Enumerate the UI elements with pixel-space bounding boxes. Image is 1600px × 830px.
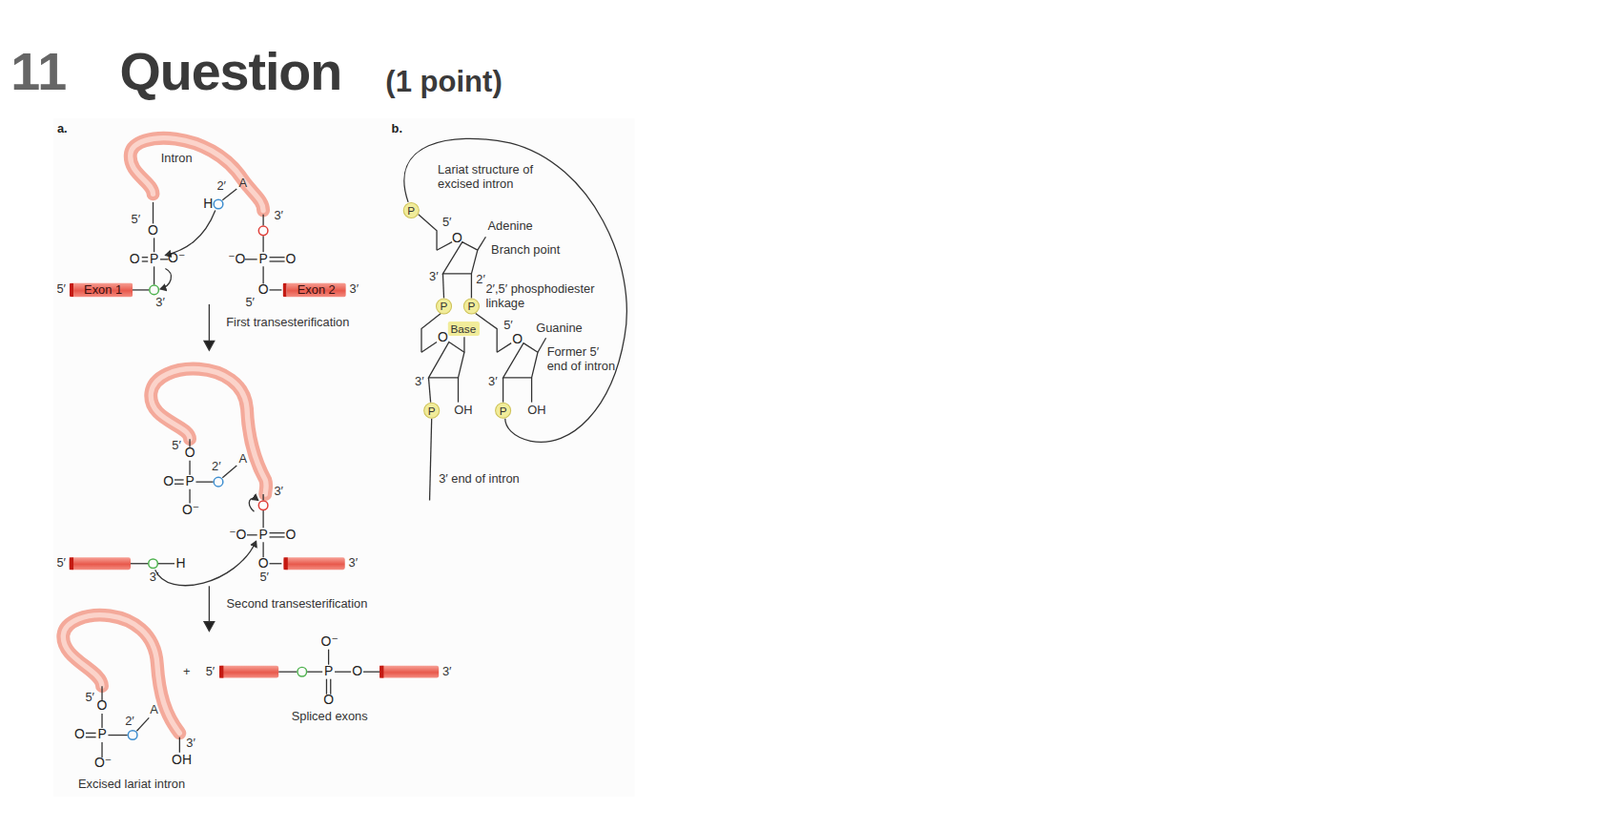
label-text: 3′ end of intron <box>438 472 531 488</box>
label-text: 2′ <box>475 272 486 288</box>
phosphate-circle: P <box>403 202 420 219</box>
label-text: 3′ <box>414 374 425 390</box>
label-text: O <box>184 445 196 461</box>
node-text: P <box>428 404 436 416</box>
label-text: O⁻ <box>182 502 200 518</box>
label-text: O <box>147 223 159 239</box>
node-text: Exon 2 <box>297 284 336 297</box>
label-text: 5′ <box>56 283 66 298</box>
label-text: Excised lariat intron <box>78 778 185 793</box>
node-text: P <box>468 300 476 312</box>
label-text: 3′ <box>149 570 160 585</box>
label-text: A <box>238 176 247 191</box>
label-text: P <box>184 473 194 490</box>
label-text: 3′ <box>273 208 284 224</box>
label-text: 3′ <box>442 664 452 679</box>
label-text: Spliced exons <box>291 709 369 724</box>
label-text: A <box>238 451 247 467</box>
label-text: 3′ <box>349 283 360 298</box>
label-text: 3′ <box>155 295 165 310</box>
label-text: 11 <box>10 41 67 103</box>
label-text: 5′ <box>56 555 66 571</box>
label-text: H <box>203 196 213 212</box>
node-text: P <box>440 300 449 312</box>
node-text: P <box>407 205 415 217</box>
label-text: A <box>149 702 159 718</box>
phosphate-circle: P <box>423 402 440 419</box>
label-text: 5′ <box>205 664 216 679</box>
node-text: Exon 1 <box>83 284 123 297</box>
label-text: a. <box>57 123 68 138</box>
phosphate-circle: P <box>494 402 512 419</box>
title: Question <box>120 41 343 103</box>
label-text: O⁻ <box>321 634 339 650</box>
label-text: O <box>512 331 523 348</box>
label-text: P <box>324 663 333 679</box>
label-text: O⁻ <box>94 756 112 772</box>
label-text: 3′ <box>273 484 284 499</box>
label-text: 5′ <box>259 570 269 585</box>
label-text: O <box>286 527 297 543</box>
label-text: P <box>149 251 159 267</box>
label-text: First transesterification <box>225 315 349 330</box>
label-text: 5′ <box>503 318 513 333</box>
label-text: 2′ <box>211 460 222 475</box>
label-text: ⁻O <box>227 251 246 267</box>
label-text: Adenine <box>488 219 534 234</box>
label-text: OH <box>453 403 472 418</box>
label-text: O <box>129 251 141 267</box>
label-text: 3′ <box>429 270 439 286</box>
label-text: O <box>97 698 108 715</box>
label-text: O <box>258 555 269 572</box>
label-text: O <box>351 663 363 679</box>
phosphate-circle: P <box>435 297 452 314</box>
label-text: O <box>437 329 449 346</box>
label-text: Intron <box>161 152 193 167</box>
base-tag: Base <box>447 321 479 336</box>
label-text: 2′,5′ phosphodiester linkage <box>485 282 629 311</box>
label-text: P <box>258 527 267 543</box>
label-text: 2′ <box>216 179 226 194</box>
label-text: Second transesterification <box>226 596 369 612</box>
label-text: O <box>323 692 334 708</box>
node-text: Base <box>450 323 476 335</box>
label-text: O <box>258 282 269 298</box>
label-text: P <box>258 251 267 267</box>
label-text: Lariat structure of excised intron <box>437 163 553 192</box>
label-text: 5′ <box>171 438 182 453</box>
phosphate-circle: P <box>463 297 480 314</box>
label-text: O <box>451 230 463 247</box>
label-text: H <box>175 555 185 572</box>
label-text: ⁻O <box>228 527 247 543</box>
label-text: 2′ <box>124 714 135 729</box>
label-text: O⁻ <box>167 250 185 267</box>
label-text: Former 5′ end of intron <box>547 346 621 375</box>
label-text: O <box>163 473 174 490</box>
label-text: 5′ <box>131 213 142 228</box>
exon-bar: Exon 1 <box>69 282 133 297</box>
label-text: O <box>74 727 85 743</box>
label-text: 5′ <box>245 295 255 310</box>
exon-bar: Exon 2 <box>282 282 346 297</box>
label-text: b. <box>391 123 403 138</box>
label-text: 5′ <box>84 691 95 706</box>
label-text: 3′ <box>348 555 359 571</box>
label-text: Guanine <box>535 321 583 336</box>
label-text: (1 point) <box>385 64 502 100</box>
node-text: P <box>499 404 508 416</box>
label-text: OH <box>171 752 192 768</box>
label-text: 3′ <box>185 737 196 752</box>
label-text: + <box>183 664 191 679</box>
label-text: 3′ <box>488 374 498 390</box>
label-text: P <box>97 727 106 743</box>
label-text: Branch point <box>491 243 560 258</box>
label-text: 5′ <box>442 215 452 230</box>
label-text: OH <box>527 403 546 418</box>
label-text: O <box>286 251 297 267</box>
